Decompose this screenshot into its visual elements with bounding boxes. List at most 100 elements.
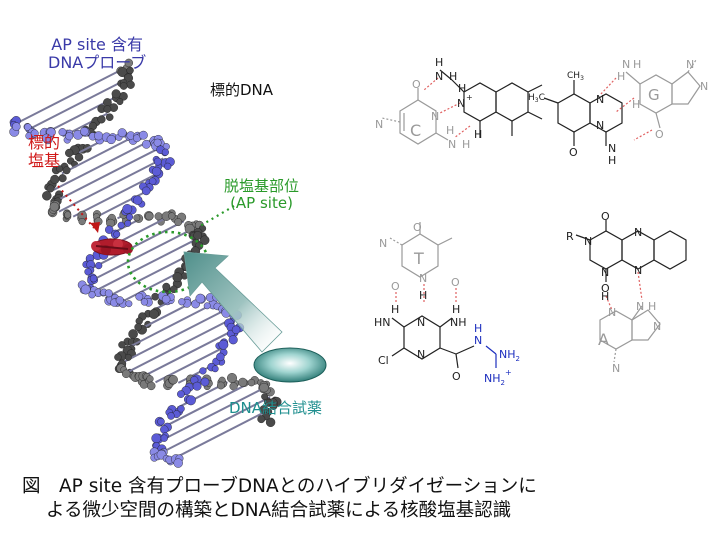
bond-stick bbox=[16, 66, 128, 124]
ap-site-label-line2: (AP site) bbox=[230, 194, 293, 213]
atom-ball bbox=[142, 139, 151, 149]
atom-ball bbox=[135, 317, 143, 325]
atom-ball bbox=[65, 148, 74, 158]
atom-label: N bbox=[596, 93, 604, 106]
atom-ball bbox=[148, 309, 159, 319]
atom-ball bbox=[145, 211, 154, 221]
atom-ball bbox=[217, 381, 225, 390]
atom-label: N bbox=[596, 119, 604, 132]
atom-ball bbox=[117, 128, 127, 138]
probe-dna-label-line2: DNAプローブ bbox=[48, 53, 147, 73]
atom-label: N bbox=[601, 266, 609, 279]
atom-ball bbox=[168, 212, 176, 220]
target-base-arrowhead bbox=[90, 222, 100, 233]
caption-line2: よる微少空間の構築とDNA結合試薬による核酸塩基認識 bbox=[46, 500, 512, 522]
atom-ball bbox=[105, 225, 114, 234]
atom-ball bbox=[231, 325, 241, 335]
atom-label: NH bbox=[450, 316, 467, 329]
atom-label: H bbox=[474, 322, 482, 335]
atom-ball bbox=[88, 291, 96, 299]
atom-ball bbox=[58, 174, 67, 183]
reagent-ellipse bbox=[253, 347, 327, 383]
atom-ball bbox=[124, 219, 132, 227]
bond-stick bbox=[126, 316, 236, 374]
structure-t-complex bbox=[389, 222, 497, 369]
atom-ball bbox=[151, 433, 162, 444]
bond-stick bbox=[92, 236, 200, 294]
atom-ball bbox=[199, 367, 207, 375]
atom-ball bbox=[97, 115, 106, 124]
atom-ball bbox=[94, 131, 104, 141]
atom-ball bbox=[154, 212, 163, 221]
atom-ball bbox=[113, 230, 121, 238]
atom-label: O bbox=[655, 128, 664, 141]
atom-ball bbox=[228, 335, 238, 345]
atom-label: H bbox=[474, 128, 482, 141]
atom-ball bbox=[78, 218, 86, 226]
atom-ball bbox=[65, 132, 74, 141]
atom-label: O bbox=[391, 280, 400, 293]
atom-label: H bbox=[633, 58, 641, 71]
atom-ball bbox=[200, 377, 210, 387]
atom-ball bbox=[126, 213, 134, 221]
atom-label: H bbox=[601, 290, 609, 303]
atom-ball bbox=[195, 293, 206, 304]
atom-ball bbox=[84, 268, 92, 276]
atom-ball bbox=[261, 393, 269, 401]
probe-dna-label: AP site 含有 DNAプローブ bbox=[48, 35, 147, 73]
atom-ball bbox=[24, 123, 32, 131]
atom-label: N bbox=[417, 348, 425, 361]
atom-ball bbox=[116, 98, 124, 106]
atom-ball bbox=[247, 378, 256, 387]
atom-label: O bbox=[412, 78, 421, 91]
atom-ball bbox=[105, 113, 114, 121]
atom-ball bbox=[160, 434, 168, 442]
atom-ball bbox=[121, 369, 131, 379]
bond-stick bbox=[127, 301, 217, 349]
bond-stick bbox=[87, 226, 196, 284]
atom-ball bbox=[124, 353, 132, 361]
atom-label: H bbox=[458, 82, 466, 95]
atom-label: O bbox=[569, 146, 578, 159]
atom-label: N bbox=[608, 142, 616, 155]
structure-a-flavin bbox=[575, 220, 687, 363]
atom-ball bbox=[133, 134, 141, 143]
atom-label: N bbox=[608, 306, 616, 319]
atom-ball bbox=[257, 415, 266, 424]
atom-ball bbox=[114, 353, 122, 361]
bond-stick bbox=[61, 135, 135, 175]
atom-label: HN bbox=[374, 316, 391, 329]
target-dna-strand bbox=[16, 58, 282, 462]
atom-ball bbox=[104, 289, 113, 298]
atom-ball bbox=[177, 390, 185, 398]
atom-ball bbox=[218, 339, 229, 350]
atom-label: H bbox=[446, 124, 454, 137]
bond-stick bbox=[160, 396, 271, 454]
atom-label: N bbox=[431, 110, 439, 123]
atom-ball bbox=[117, 221, 125, 229]
atom-ball bbox=[148, 177, 157, 186]
atom-label: N bbox=[474, 334, 482, 347]
atom-ball bbox=[103, 105, 112, 113]
atom-label: NH2+ bbox=[484, 368, 512, 387]
atom-label: N bbox=[653, 320, 661, 333]
atom-ball bbox=[125, 300, 133, 308]
atom-ball bbox=[122, 204, 133, 214]
atom-label: N bbox=[584, 235, 592, 248]
atom-ball bbox=[89, 274, 98, 283]
atom-ball bbox=[178, 298, 186, 306]
atom-ball bbox=[115, 296, 124, 305]
atom-label: N bbox=[634, 264, 642, 277]
atom-label: H bbox=[617, 70, 625, 83]
atom-ball bbox=[111, 89, 121, 99]
atom-ball bbox=[74, 152, 84, 162]
atom-label: H bbox=[632, 98, 640, 111]
atom-ball bbox=[124, 58, 133, 68]
atom-ball bbox=[199, 235, 210, 245]
atom-ball bbox=[126, 80, 135, 89]
atom-ball bbox=[133, 195, 143, 205]
bond-stick bbox=[164, 382, 249, 428]
atom-ball bbox=[168, 375, 178, 385]
atom-label: O bbox=[601, 282, 610, 295]
